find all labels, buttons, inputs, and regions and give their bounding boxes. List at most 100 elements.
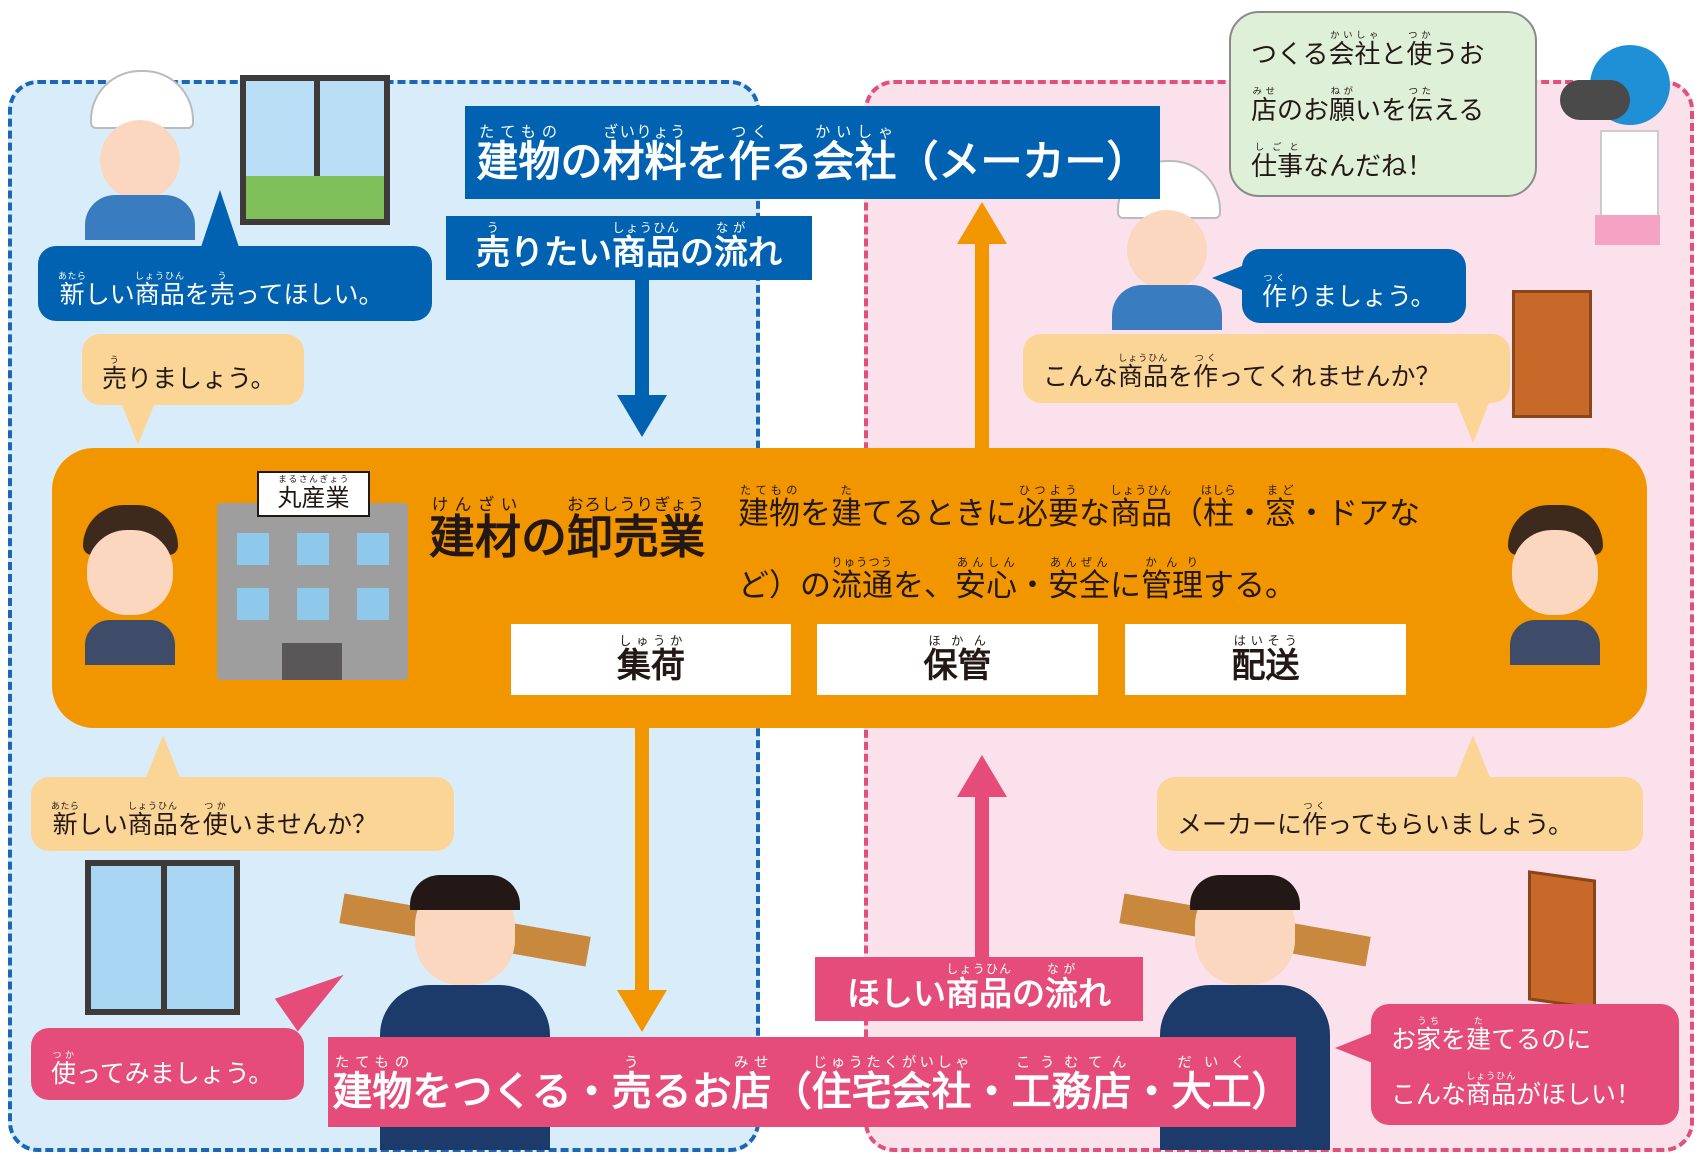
base-text: 建 xyxy=(1466,1025,1492,1054)
base-text: 建 xyxy=(831,496,862,532)
text-segment: （メーカー） xyxy=(896,137,1149,186)
ruby-segment: 流なが xyxy=(714,221,748,273)
wholesale-title: 建材けんざいの卸売業おろしうりぎょう xyxy=(429,495,705,567)
ruby-text: 売うりたい商品しょうひんの流ながれ xyxy=(476,221,782,274)
base-text: 家 xyxy=(1416,1025,1442,1054)
ruby-text: 建物たてものをつくる・売うるお店みせ（住宅会社じゅうたくがいしゃ・工務店こうむて… xyxy=(332,1055,1291,1117)
ruby-text: 建材けんざいの卸売業おろしうりぎょう xyxy=(429,495,706,564)
ruby-segment: 新あたら xyxy=(51,802,79,839)
text-segment: ・ xyxy=(1234,496,1265,532)
furigana: しょうひん xyxy=(134,271,185,282)
furigana: つか xyxy=(1406,30,1433,41)
ruby-segment: 柱はしら xyxy=(1201,484,1236,532)
base-text: 作 xyxy=(1302,809,1328,839)
furigana: つく xyxy=(1193,353,1219,364)
text-segment: る xyxy=(770,137,813,186)
ruby-text: 保管ほかん xyxy=(924,634,992,687)
ruby-segment: 売う xyxy=(611,1055,652,1115)
base-text: 商品 xyxy=(1110,496,1172,532)
text-segment: ってみましょう。 xyxy=(76,1058,274,1088)
wholesale-building xyxy=(217,503,408,680)
ruby-segment: 建物たてもの xyxy=(738,484,800,532)
base-text: 建物 xyxy=(332,1069,413,1115)
furigana: あたら xyxy=(51,801,80,812)
text-segment: と xyxy=(1380,40,1407,70)
ruby-segment: 住宅会社じゅうたくがいしゃ xyxy=(811,1055,972,1115)
door-icon xyxy=(1512,290,1592,418)
ruby-segment: 商品しょうひん xyxy=(1110,484,1172,532)
sell-flow-label: 売うりたい商品しょうひんの流ながれ xyxy=(446,216,812,280)
ruby-segment: 使つか xyxy=(51,1051,77,1088)
ruby-segment: 使つか xyxy=(1407,30,1433,70)
text-segment: ほしい xyxy=(847,974,946,1013)
base-text: 店 xyxy=(731,1069,772,1115)
ruby-segment: 建た xyxy=(831,484,862,532)
furigana: た xyxy=(831,484,862,497)
ruby-segment: 売う xyxy=(102,356,127,393)
speech-bubble-girl: つくる会社かいしゃと使つかうお店みせのお願ねがいを伝つたえる仕事しごとなんだね！ xyxy=(1229,11,1537,197)
base-text: 使 xyxy=(51,1058,77,1088)
text-segment: の xyxy=(680,233,714,273)
ruby-segment: 新あたら xyxy=(58,272,86,309)
text-segment: お xyxy=(1391,1025,1417,1054)
ruby-text: 集荷しゅうか xyxy=(617,634,685,687)
ruby-segment: 伝つた xyxy=(1407,86,1433,126)
text-segment: ってくれませんか？ xyxy=(1218,361,1441,391)
base-text: 安心 xyxy=(955,568,1017,604)
ruby-segment: 会社かいしゃ xyxy=(1328,30,1381,70)
furigana: まるさんぎょう xyxy=(277,475,350,485)
furigana: つく xyxy=(1302,801,1328,812)
ruby-segment: 建た xyxy=(1466,1017,1492,1054)
ruby-segment: 保管ほかん xyxy=(924,634,992,686)
furigana: かいしゃ xyxy=(812,123,897,141)
ruby-segment: 卸売業おろしうりぎょう xyxy=(566,495,706,564)
furigana: まど xyxy=(1265,484,1296,497)
text-segment: れ xyxy=(1078,974,1111,1013)
text-segment: ど）の xyxy=(738,568,831,604)
speech-bubble-wholesale-sell: 売うりましょう。 xyxy=(82,334,304,405)
ruby-text: 売うりましょう。 xyxy=(102,356,276,396)
base-text: 売 xyxy=(476,233,510,273)
base-text: 流 xyxy=(714,233,748,273)
text-segment: がほしい！ xyxy=(1516,1080,1642,1109)
ruby-segment: 作つく xyxy=(728,123,771,186)
ruby-segment: 商品しょうひん xyxy=(1118,354,1168,391)
furigana: つた xyxy=(1407,86,1434,97)
furigana: う xyxy=(611,1055,652,1071)
furigana: しゅうか xyxy=(617,634,685,648)
furigana: こうむてん xyxy=(1011,1055,1132,1071)
ruby-text: 新あたらしい商品しょうひんを売うってほしい。 xyxy=(58,272,384,312)
base-text: 会社 xyxy=(1328,40,1381,70)
text-segment: （ xyxy=(771,1069,812,1115)
ruby-segment: 作つく xyxy=(1262,274,1287,311)
base-text: 売 xyxy=(611,1069,652,1115)
base-text: 建材 xyxy=(429,510,521,564)
furigana: なが xyxy=(714,221,748,235)
ruby-segment: 店みせ xyxy=(731,1055,772,1115)
base-text: 作 xyxy=(1193,361,1219,391)
ruby-segment: 管理かんり xyxy=(1141,556,1203,604)
base-text: 住宅会社 xyxy=(811,1069,972,1115)
company-sign: 丸産業まるさんぎょう xyxy=(257,471,370,517)
base-text: 商品 xyxy=(134,279,185,309)
speech-bubble-maker-right: 作つくりましょう。 xyxy=(1242,249,1466,323)
text-segment: ・ xyxy=(1017,568,1048,604)
ruby-segment: 流通りゅうつう xyxy=(831,556,893,604)
text-segment: を xyxy=(1168,361,1194,391)
base-text: 商品 xyxy=(946,974,1012,1013)
furigana: しょうひん xyxy=(612,221,680,235)
speech-bubble-wholesale-request: こんな商品しょうひんを作つくってくれませんか？ xyxy=(1023,334,1510,403)
text-segment: （ xyxy=(1172,496,1203,532)
ruby-segment: 商品しょうひん xyxy=(612,221,680,273)
text-segment: を xyxy=(686,137,729,186)
ruby-segment: 安全あんぜん xyxy=(1048,556,1110,604)
want-flow-label: ほしい商品しょうひんの流ながれ xyxy=(815,957,1143,1021)
ruby-segment: 作つく xyxy=(1302,802,1328,839)
arrow-head-down-icon xyxy=(617,990,667,1032)
base-text: 配送 xyxy=(1231,646,1300,686)
arrow-head-up-icon xyxy=(957,755,1007,797)
text-segment: する。 xyxy=(1203,568,1296,604)
ruby-text: 使つかってみましょう。 xyxy=(51,1051,273,1091)
base-text: 卸売業 xyxy=(566,510,706,564)
base-text: 作 xyxy=(728,137,771,186)
